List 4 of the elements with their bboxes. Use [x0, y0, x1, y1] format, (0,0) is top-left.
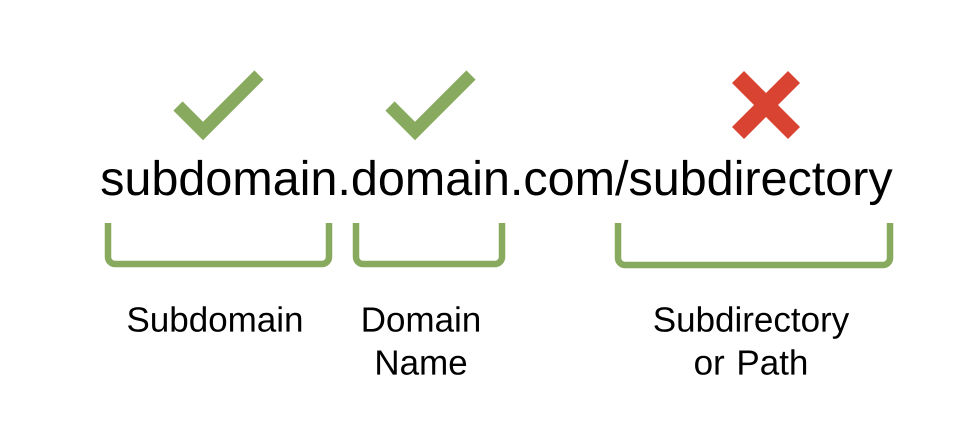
url-text: subdomain.domain.com/subdirectory: [102, 160, 893, 206]
part-label: Subdomain: [128, 306, 302, 332]
part-label: Domain Name: [364, 306, 479, 375]
part-label: Subdirectory or Path: [654, 306, 850, 375]
